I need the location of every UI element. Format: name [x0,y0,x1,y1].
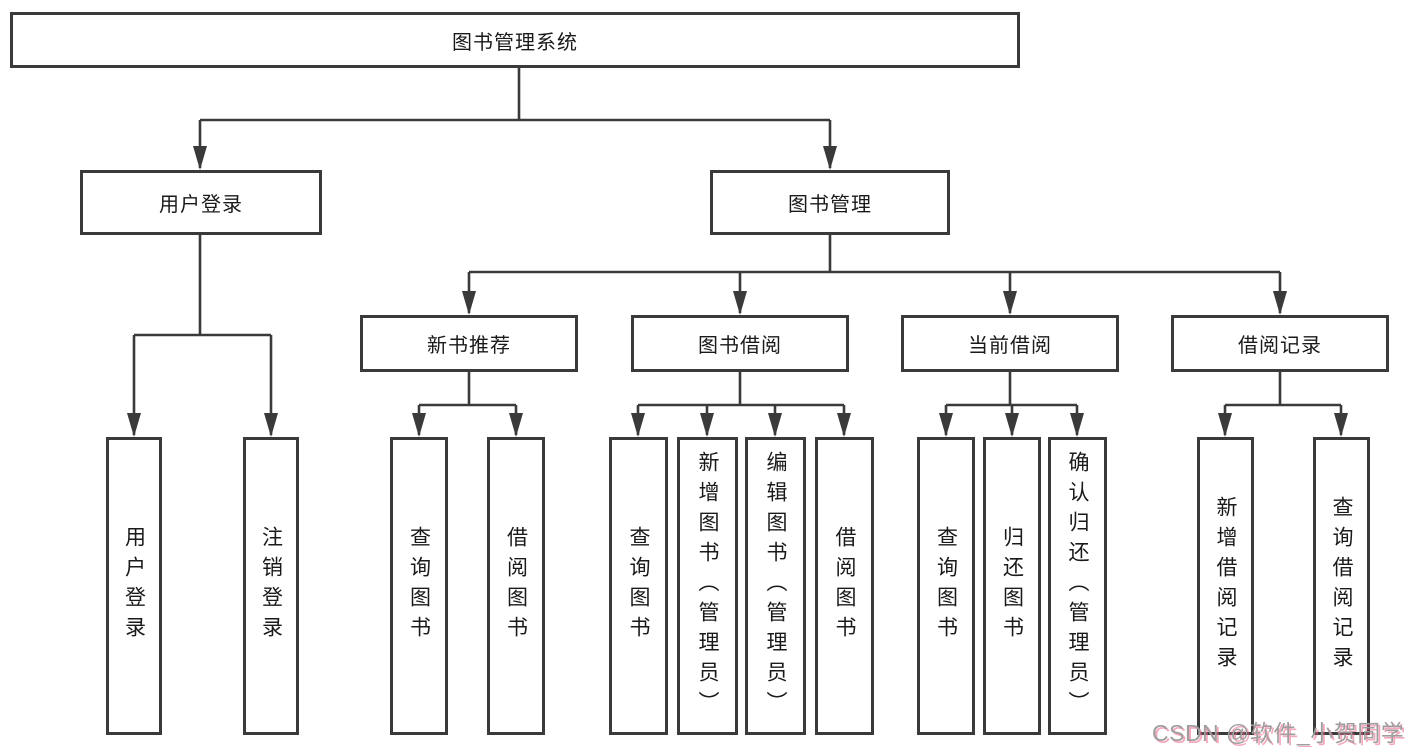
leaf-label: 确认归还（管理员） [1066,451,1089,721]
leaf-label: 查询借阅记录 [1330,496,1353,676]
leaf-edit-books-admin: 编辑图书（管理员） [745,437,806,735]
leaf-label: 用户登录 [122,526,146,646]
leaf-logout: 注销登录 [243,437,299,735]
leaf-label: 归还图书 [1000,526,1024,646]
leaf-confirm-return-admin: 确认归还（管理员） [1048,437,1107,735]
node-new-book-recommend: 新书推荐 [360,315,578,372]
leaf-borrow-books-1: 借阅图书 [487,437,545,735]
leaf-label: 借阅图书 [504,526,528,646]
leaf-label: 查询图书 [934,526,958,646]
leaf-label: 借阅图书 [833,526,856,646]
node-current-borrow: 当前借阅 [901,315,1119,372]
leaf-add-books-admin: 新增图书（管理员） [677,437,738,735]
node-label: 借阅记录 [1238,335,1322,357]
leaf-label: 编辑图书（管理员） [764,451,787,721]
leaf-label: 新增图书（管理员） [696,451,719,721]
leaf-query-books-3: 查询图书 [917,437,975,735]
leaf-add-borrow-record: 新增借阅记录 [1197,437,1254,735]
node-label: 新书推荐 [427,335,511,357]
node-label: 图书借阅 [698,335,782,357]
csdn-watermark: CSDN @软件_小贺同学 [1152,720,1405,746]
node-user-login-branch: 用户登录 [80,170,322,235]
node-root-system: 图书管理系统 [10,12,1020,68]
leaf-label: 新增借阅记录 [1214,496,1237,676]
leaf-query-borrow-record: 查询借阅记录 [1313,437,1370,735]
leaf-query-books-2: 查询图书 [609,437,668,735]
node-root-label: 图书管理系统 [452,31,578,54]
node-label: 图书管理 [788,194,872,216]
node-borrow-record: 借阅记录 [1171,315,1389,372]
node-book-borrow: 图书借阅 [631,315,849,372]
node-label: 用户登录 [159,194,243,216]
leaf-return-books: 归还图书 [983,437,1041,735]
leaf-label: 注销登录 [259,526,283,646]
leaf-label: 查询图书 [627,526,650,646]
leaf-label: 查询图书 [407,526,431,646]
node-label: 当前借阅 [968,335,1052,357]
leaf-query-books-1: 查询图书 [390,437,448,735]
node-book-management: 图书管理 [710,170,950,235]
leaf-user-login: 用户登录 [106,437,162,735]
leaf-borrow-books-2: 借阅图书 [815,437,874,735]
